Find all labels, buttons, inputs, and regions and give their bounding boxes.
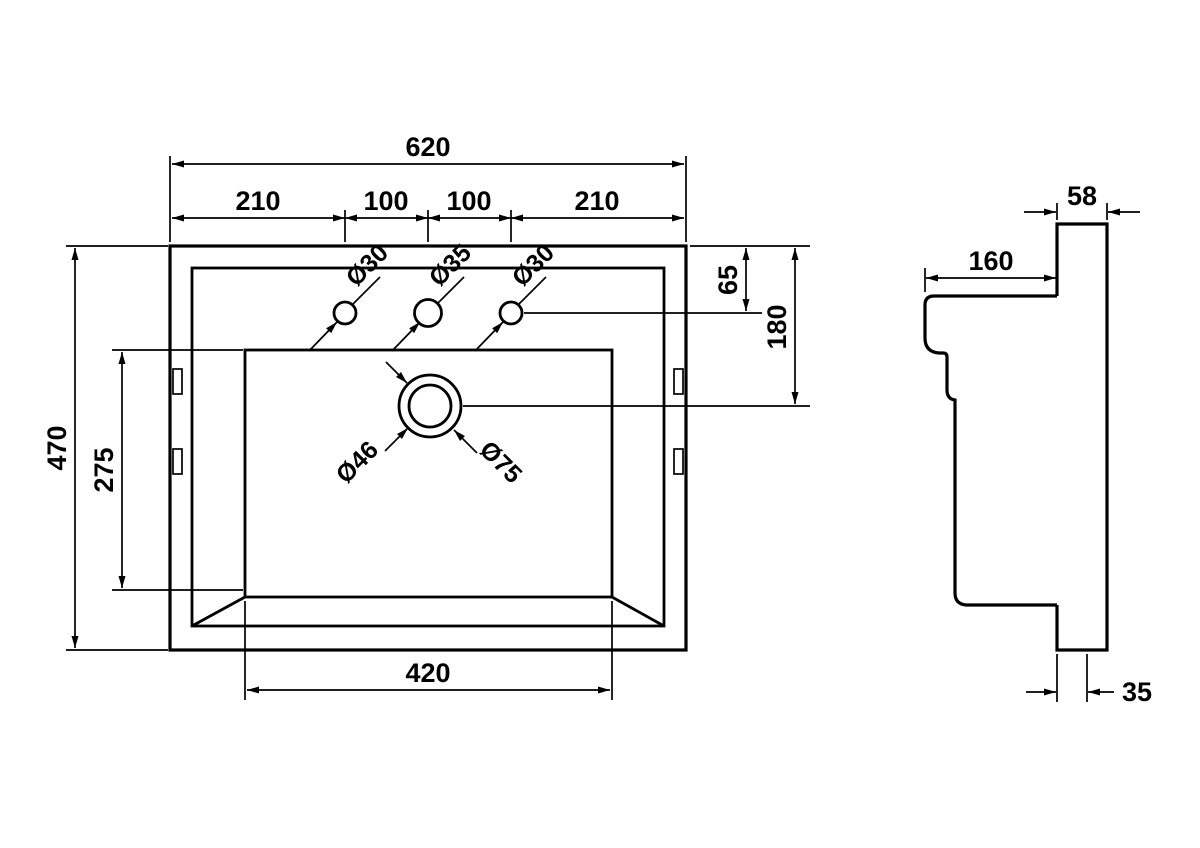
dim-top-to-drain: 180: [463, 248, 810, 407]
basin-bowl-outline: [243, 348, 614, 599]
dim-hole-spacing: 210 100 100 210: [172, 186, 684, 242]
side-view: 58 160 35: [923, 181, 1152, 707]
fixing-tab: [172, 368, 183, 395]
side-back-panel-outline: [1055, 222, 1109, 652]
dim-overall-height-value: 470: [42, 425, 72, 470]
dim-inner-width: 420: [244, 601, 613, 700]
dim-overall-height: 470: [42, 245, 168, 651]
dim-inner-width-value: 420: [405, 658, 450, 688]
drain-outer-label: Ø75: [474, 436, 527, 489]
fixing-tab: [172, 448, 183, 475]
dim-chain-value-3: 100: [446, 186, 491, 216]
dim-inner-depth: 275: [89, 349, 243, 591]
fixing-tab: [673, 448, 684, 475]
fixing-tabs: [172, 368, 684, 475]
dim-chain-value-4: 210: [574, 186, 619, 216]
tap-hole-center: [413, 298, 443, 328]
dim-chain-value-1: 210: [235, 186, 280, 216]
dim-projection-value: 160: [968, 246, 1013, 276]
dim-depth-top: 58: [1024, 181, 1140, 220]
dim-chain-value-2: 100: [363, 186, 408, 216]
drain-inner-circle: [407, 383, 453, 429]
bowl-corner-slopes: [191, 595, 665, 628]
dim-top-to-holes: 65: [524, 245, 810, 314]
basin-outer-outline: [168, 244, 688, 652]
drain-inner-label: Ø46: [331, 436, 384, 489]
dim-top-to-holes-value: 65: [713, 265, 743, 295]
basin-rim-outline: [190, 266, 666, 628]
side-bowl-profile: [923, 294, 1057, 607]
tap-hole-labels: Ø30 Ø35 Ø30: [308, 239, 560, 352]
fixing-tab: [673, 368, 684, 395]
dim-inner-depth-value: 275: [89, 447, 119, 492]
dim-top-to-drain-value: 180: [762, 304, 792, 349]
dim-overall-width: 620: [169, 132, 687, 242]
dim-overall-width-value: 620: [405, 132, 450, 162]
tap-hole-left: [332, 300, 358, 326]
front-view: 620 210 100 100 210 470 275: [42, 132, 810, 700]
dim-depth-top-value: 58: [1067, 181, 1097, 211]
dim-projection: 160: [924, 246, 1056, 292]
dim-bottom: 35: [1026, 654, 1152, 707]
tap-hole-right: [498, 300, 524, 326]
dim-bottom-value: 35: [1122, 677, 1152, 707]
